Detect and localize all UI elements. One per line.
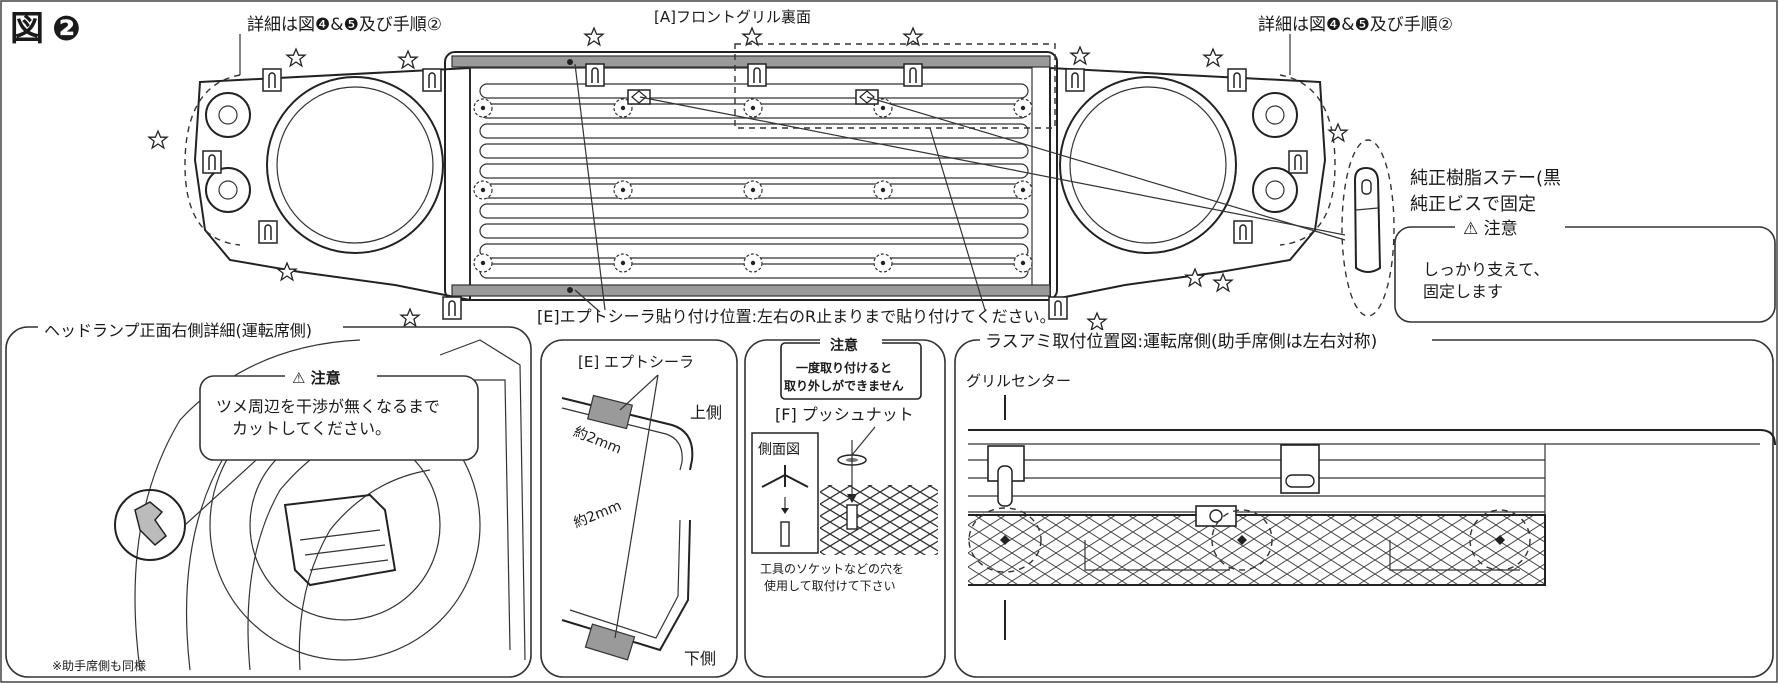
headlamp-module xyxy=(283,493,397,587)
resin-stay-callout: 純正樹脂ステー(黒 純正ビスで固定 ⚠ 注意 しっかり支えて、 固定します xyxy=(639,96,1776,323)
nut-leader xyxy=(929,127,986,311)
headlamp-housing-line xyxy=(134,339,361,671)
right-detail-area xyxy=(1279,74,1336,246)
grille-title: [A]フロントグリル裏面 xyxy=(654,8,811,26)
nut-note-line-1: 工具のソケットなどの穴を xyxy=(760,561,904,576)
tape-strip-lower xyxy=(451,284,1051,297)
tape-panel-frame xyxy=(540,339,738,678)
headlamp-panel-title: ヘッドランプ正面右側詳細(運転席側) xyxy=(44,321,312,340)
grille-frame xyxy=(444,51,1058,301)
right-headlamp-ring xyxy=(1059,76,1237,254)
nut-note-line-2: 使用して取付けて下さい xyxy=(764,578,896,593)
resin-stay-icon xyxy=(1353,166,1382,273)
nut-mesh-illustration xyxy=(820,485,938,555)
mesh-position-panel: ラスアミ取付位置図:運転席側(助手席側は左右対称) グリルセンター xyxy=(954,330,1776,678)
grille-assembly xyxy=(148,27,1348,331)
stay-leader-1 xyxy=(639,96,1346,236)
headlamp-caution-box xyxy=(199,375,479,461)
mesh-attach-point-center xyxy=(1211,509,1273,571)
left-lower-lamp xyxy=(205,167,251,213)
tape-leader-upper xyxy=(574,63,606,311)
tape-piece-upper xyxy=(586,394,634,430)
headlamp-detail-panel: ヘッドランプ正面右側詳細(運転席側) ⚠ 注意 ツメ周辺を干渉が無くなるまで カ… xyxy=(5,318,532,678)
stay-caution-box xyxy=(1394,226,1776,323)
tape-upper-label: 上側 xyxy=(690,403,722,422)
right-upper-lamp xyxy=(1252,92,1298,138)
stay-label-2: 純正ビスで固定 xyxy=(1410,194,1536,215)
tape-detail-panel: [E] エプトシーラ 約2mm 約2mm 上側 下側 xyxy=(540,339,738,678)
tape-piece-lower xyxy=(584,623,636,661)
mesh-panel-frame xyxy=(954,339,1774,678)
tape-lower-label: 下側 xyxy=(684,649,716,668)
nut-caution-title: 注意 xyxy=(830,337,858,354)
nut-caution-line-1: 一度取り付けると xyxy=(796,360,892,375)
left-upper-lamp xyxy=(205,92,251,138)
headlamp-caution-line-2: カットしてください。 xyxy=(232,419,391,438)
stay-caution-title: ⚠ 注意 xyxy=(1463,219,1518,239)
headlamp-caution-title: ⚠ 注意 xyxy=(292,369,341,387)
stay-caution-line-1: しっかり支えて、 xyxy=(1423,260,1549,279)
figure-label-number: ❷ xyxy=(52,9,81,49)
left-detail-area xyxy=(184,74,241,246)
right-lower-lamp xyxy=(1252,167,1298,213)
detail-reference-left: 詳細は図❹&❺及び手順② xyxy=(247,15,442,35)
nut-part-label: [F] プッシュナット xyxy=(775,405,914,424)
claw-icon xyxy=(134,501,168,547)
grille-holes xyxy=(473,98,1033,273)
mesh-grille-frame xyxy=(968,429,1776,446)
stay-label-1: 純正樹脂ステー(黒 xyxy=(1410,168,1561,189)
left-housing-outline xyxy=(193,66,471,302)
detail-reference-right: 詳細は図❹&❺及び手順② xyxy=(1258,15,1453,35)
figure-label-kanji: 図 xyxy=(10,9,44,49)
side-view-label: 側面図 xyxy=(758,442,800,458)
mesh-panel-title: ラスアミ取付位置図:運転席側(助手席側は左右対称) xyxy=(985,332,1377,352)
mesh-net-area xyxy=(968,515,1545,585)
clip-highlight-area xyxy=(734,43,1056,129)
right-housing-outline xyxy=(1049,66,1327,302)
stay-detail-outline xyxy=(1341,139,1395,317)
tape-leader-lower xyxy=(574,289,601,313)
grille-center-label: グリルセンター xyxy=(966,372,1071,390)
headlamp-caution-line-1: ツメ周辺を干渉が無くなるまで xyxy=(216,397,440,416)
tape-panel-title: [E] エプトシーラ xyxy=(578,353,694,371)
mesh-attach-point-right xyxy=(1469,509,1531,571)
left-headlamp-ring xyxy=(266,76,444,254)
tape-position-note: [E]エプトシーラ貼り付け位置:左右のR止まりまで貼り付けてください。 xyxy=(537,307,1056,326)
stay-caution-line-2: 固定します xyxy=(1423,282,1503,301)
stay-leader-2 xyxy=(866,96,1346,241)
mesh-attach-point-left xyxy=(968,507,1042,573)
tape-upper-profile xyxy=(561,397,694,471)
headlamp-footnote: ※助手席側も同様 xyxy=(52,658,146,673)
side-view-nut-icon xyxy=(761,465,809,488)
push-nut-panel: 注意 一度取り付けると 取り外しができません [F] プッシュナット 側面図 工… xyxy=(744,334,946,678)
nut-caution-line-2: 取り外しができません xyxy=(784,378,904,393)
